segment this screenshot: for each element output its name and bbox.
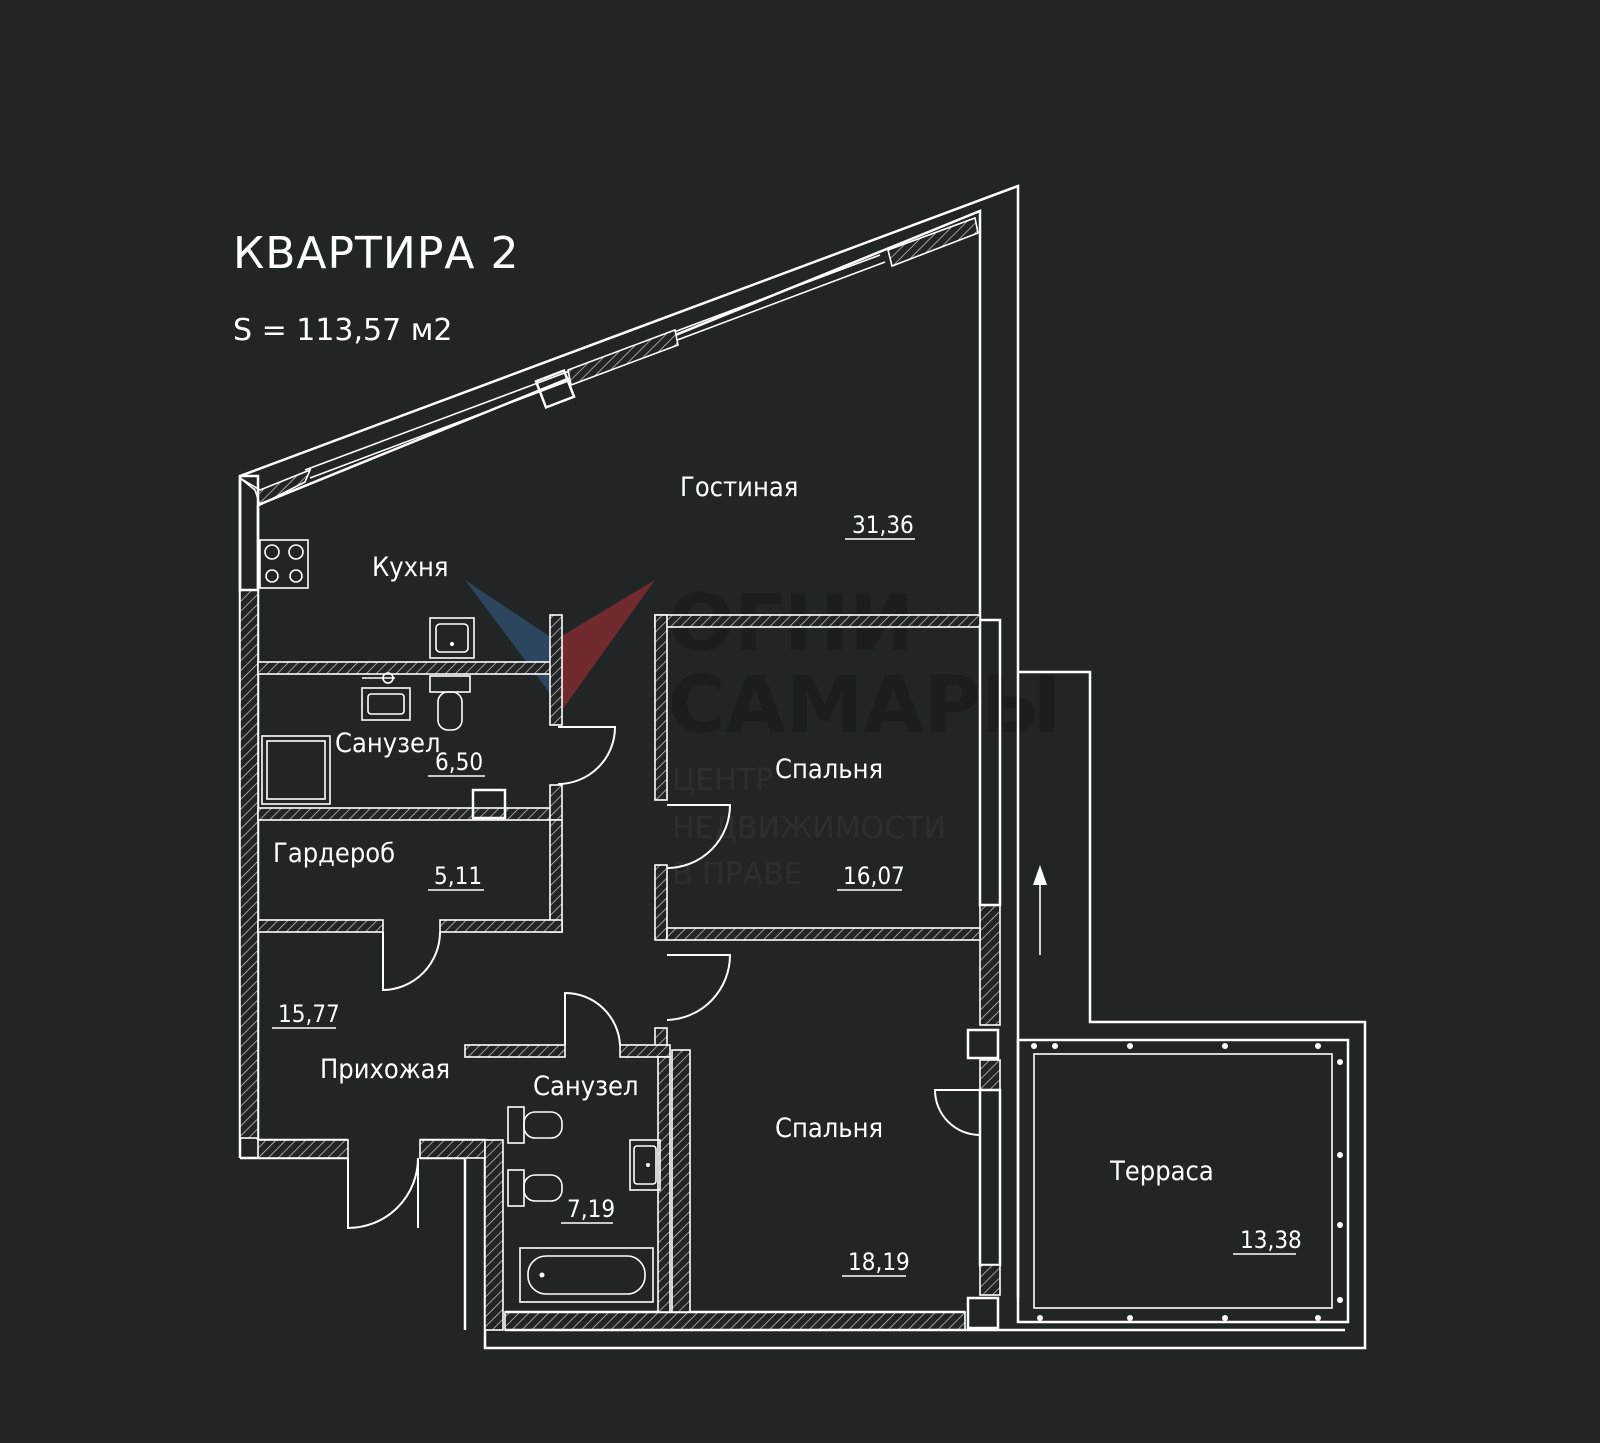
room-wardrobe-area: 5,11 — [434, 862, 482, 890]
room-terrace-name: Терраса — [1109, 1156, 1214, 1187]
room-bath1-name: Санузел — [335, 728, 441, 759]
room-bedroom2-name: Спальня — [775, 1113, 883, 1144]
room-bath2-area: 7,19 — [567, 1195, 615, 1223]
shower-icon — [261, 735, 331, 805]
room-bedroom1-area: 16,07 — [843, 862, 905, 890]
watermark-line4: НЕДВИЖИМОСТИ — [672, 811, 946, 846]
fixtures — [259, 539, 661, 1303]
apartment-area: S = 113,57 м2 — [233, 313, 453, 348]
watermark-logo-red — [555, 580, 655, 720]
watermark-line2: САМАРЫ — [668, 661, 1062, 751]
toilet-icon — [429, 675, 471, 731]
arrow-up-icon — [1033, 865, 1047, 955]
room-living-area: 31,36 — [852, 511, 914, 539]
room-bath1-area: 6,50 — [435, 748, 483, 776]
room-wardrobe-name: Гардероб — [273, 838, 395, 869]
room-bath2-name: Санузел — [533, 1071, 639, 1102]
apartment-title: КВАРТИРА 2 — [233, 228, 520, 279]
sink-icon — [629, 1139, 661, 1191]
sink-icon — [429, 617, 475, 659]
room-hall-area: 15,77 — [278, 1000, 340, 1028]
room-hall-name: Прихожая — [320, 1054, 450, 1085]
sink-icon — [361, 672, 411, 721]
room-kitchen-name: Кухня — [372, 552, 448, 583]
interior-walls — [257, 614, 981, 1331]
room-bedroom2-area: 18,19 — [848, 1248, 910, 1276]
room-labels: Гостиная 31,36 Кухня Санузел 6,50 Гардер… — [272, 472, 1302, 1277]
watermark-logo-blue — [465, 580, 555, 700]
doors — [347, 726, 981, 1230]
room-terrace-area: 13,38 — [1240, 1226, 1302, 1254]
room-bedroom1-name: Спальня — [775, 754, 883, 785]
toilet-icon — [507, 1106, 563, 1144]
bathtub-icon — [519, 1247, 654, 1303]
watermark-line3: ЦЕНТР — [672, 763, 773, 798]
watermark: ОГНИ САМАРЫ ЦЕНТР НЕДВИЖИМОСТИ В ПРАВЕ — [465, 579, 1062, 892]
stove-icon — [259, 539, 309, 589]
toilet-icon — [507, 1169, 563, 1207]
room-living-name: Гостиная — [680, 472, 798, 503]
